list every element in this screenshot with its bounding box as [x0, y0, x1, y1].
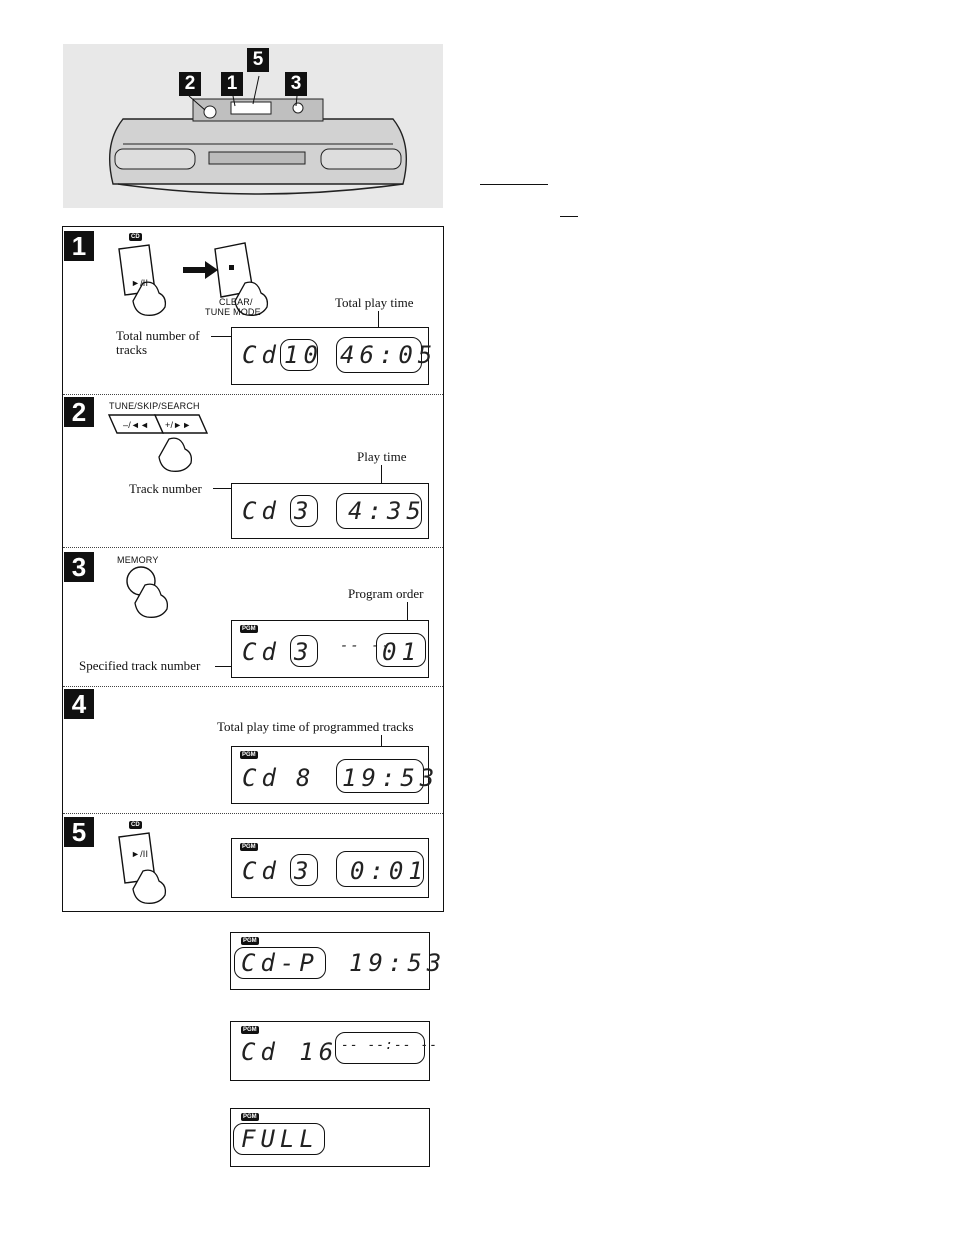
lcd-highlight [290, 854, 318, 886]
lcd-highlight [336, 851, 424, 887]
lcd-highlight [335, 1032, 425, 1064]
skip-back-label: –/◄◄ [123, 420, 150, 430]
caption-play-time: Play time [357, 449, 407, 464]
lcd-time: 4:35 [348, 497, 426, 525]
callout-5: 5 [247, 48, 269, 72]
lcd-mode: Cd [242, 857, 281, 885]
lcd-display: Cd 10 46:05 [231, 327, 432, 385]
lcd-highlight [234, 947, 326, 979]
lcd-highlight [290, 635, 318, 667]
lcd-track: 3 [294, 497, 314, 525]
leader-line [381, 465, 383, 495]
arrow-right-icon [183, 261, 218, 279]
caption-total-play-time: Total play time [335, 295, 414, 310]
lcd-display-program-total: PGM Cd-P 19:53 [230, 932, 441, 990]
memory-button[interactable] [123, 565, 183, 625]
clear-label: CLEAR/ [219, 297, 253, 307]
lcd-mode: Cd [242, 638, 281, 666]
step-number-4: 4 [64, 689, 94, 719]
caption-total-tracks: Total number of tracks [116, 328, 200, 357]
lcd-display-no-time: PGM Cd 16 -- --:-- -- [230, 1021, 437, 1081]
caption-total-programmed: Total play time of programmed tracks [217, 719, 414, 734]
underline-mark [480, 184, 548, 186]
lcd-main: FULL [241, 1125, 319, 1153]
lcd-track: 8 [296, 764, 316, 792]
lcd-display: Cd 3 4:35 [231, 483, 429, 539]
leader-line [378, 311, 380, 341]
lcd-display: PGM Cd 3 0:01 [231, 838, 429, 898]
lcd-highlight [336, 337, 422, 373]
separator [63, 547, 443, 548]
memory-label: MEMORY [117, 555, 159, 565]
lcd-display: PGM Cd 3 -- -- 01 [231, 620, 429, 678]
lcd-time: 0:01 [350, 857, 428, 885]
lcd-highlight [376, 633, 426, 667]
step-number-3: 3 [64, 552, 94, 582]
cd-label: CD [129, 233, 142, 241]
lcd-highlight [336, 493, 422, 529]
pgm-badge: PGM [240, 625, 258, 633]
callout-1: 1 [221, 72, 243, 96]
tune-mode-label: TUNE MODE [205, 307, 261, 317]
lcd-time: -- --:-- -- [341, 1038, 439, 1053]
clear-tune-mode-button[interactable] [207, 241, 277, 321]
step-number-1: 1 [64, 231, 94, 261]
caption-track-number: Track number [129, 481, 202, 496]
step-number-2: 2 [64, 397, 94, 427]
pgm-badge: PGM [240, 843, 258, 851]
lcd-time: 46:05 [340, 341, 438, 369]
lcd-main: Cd 16 [241, 1038, 339, 1066]
caption-program-order: Program order [348, 586, 424, 601]
lcd-display: PGM Cd 8 19:53 [231, 746, 434, 804]
pgm-badge: PGM [241, 937, 259, 945]
pgm-badge: PGM [241, 1026, 259, 1034]
play-pause-button[interactable] [113, 243, 173, 317]
callout-3: 3 [285, 72, 307, 96]
lcd-track: 3 [294, 638, 314, 666]
lcd-track: 3 [294, 857, 314, 885]
lcd-display-full: PGM FULL [230, 1108, 430, 1167]
lcd-highlight [290, 495, 318, 527]
underline-mark [560, 216, 578, 218]
play-pause-button[interactable] [113, 831, 173, 905]
pgm-badge: PGM [241, 1113, 259, 1121]
lcd-program-order: 01 [382, 638, 421, 666]
separator [63, 813, 443, 814]
play-pause-label: ►/II [131, 278, 149, 288]
lcd-track-count: 10 [284, 341, 323, 369]
separator [63, 394, 443, 395]
step-number-5: 5 [64, 817, 94, 847]
lcd-time: 19:53 [342, 764, 440, 792]
lcd-mode: Cd [242, 497, 281, 525]
pgm-badge: PGM [240, 751, 258, 759]
leader-line [407, 602, 409, 634]
skip-forward-label: +/►► [165, 420, 192, 430]
tune-skip-search-label: TUNE/SKIP/SEARCH [109, 401, 200, 411]
lcd-highlight [233, 1123, 325, 1155]
steps-panel: 1 CD ►/II CLEAR/ TUNE MODE Total play ti… [62, 226, 444, 912]
caption-specified-track: Specified track number [79, 658, 201, 673]
lcd-highlight [336, 759, 424, 793]
lcd-mode: Cd [242, 764, 281, 792]
cd-label: CD [129, 821, 142, 829]
device-illustration: 2 1 5 3 [63, 44, 443, 208]
lcd-mode: Cd [242, 341, 281, 369]
lcd-main: Cd-P [241, 949, 319, 977]
callout-2: 2 [179, 72, 201, 96]
lcd-time: 19:53 [349, 949, 447, 977]
separator [63, 686, 443, 687]
lcd-highlight [280, 339, 318, 371]
play-pause-label: ►/II [131, 849, 149, 859]
skip-buttons[interactable] [107, 411, 217, 481]
